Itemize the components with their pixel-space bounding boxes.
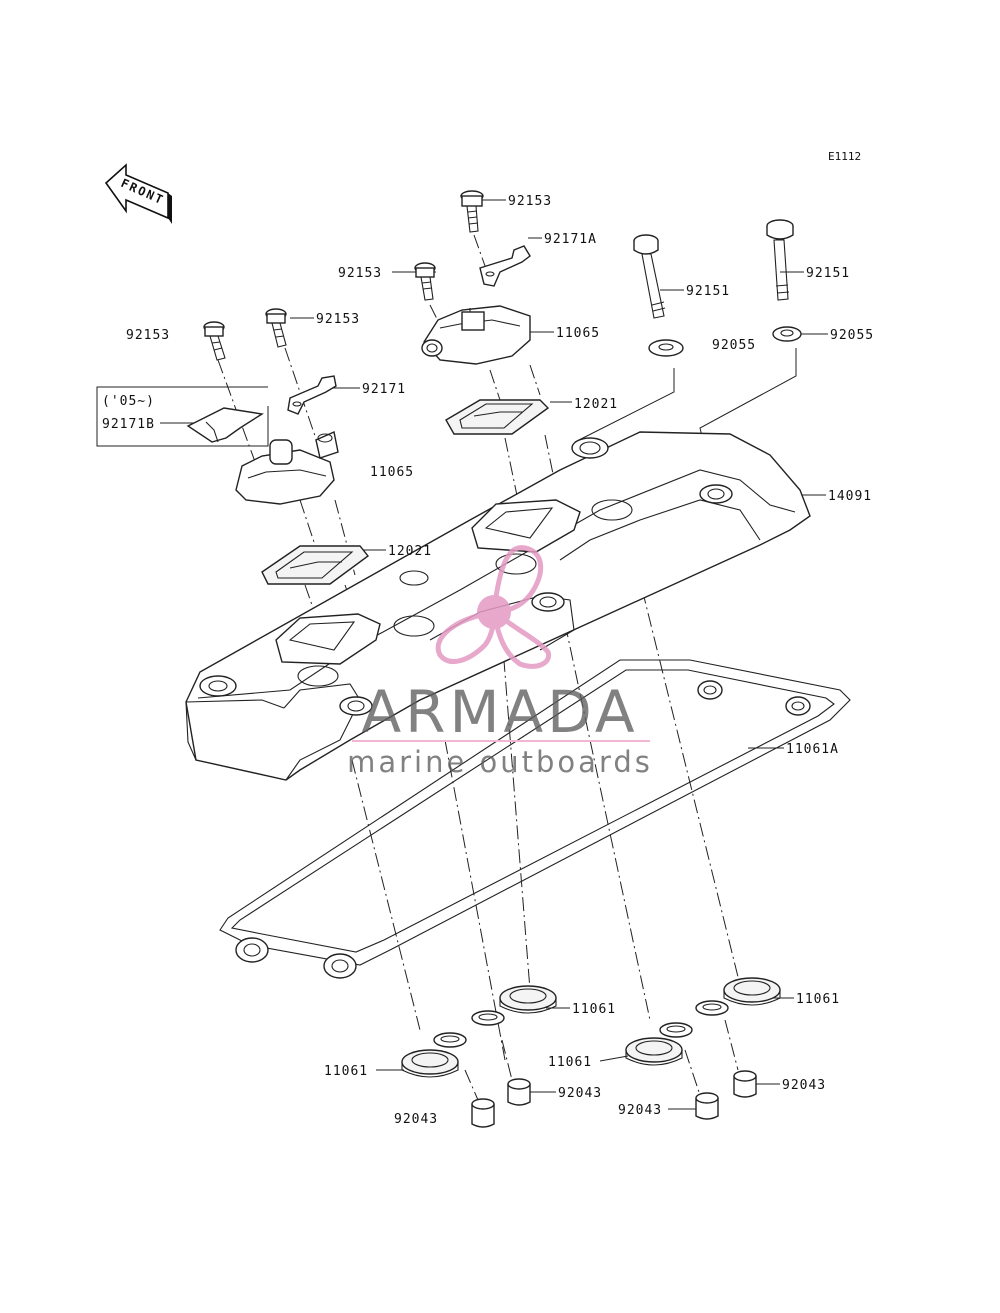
label-14091: 14091 (828, 489, 872, 504)
bolt-92153-center-left (265, 308, 287, 348)
label-92171A: 92171A (544, 232, 597, 247)
label-11061: 11061 (572, 1002, 616, 1017)
part-labels: 92153 92153 92153 92153 92171A 92171 ('0… (102, 194, 874, 1127)
label-11061: 11061 (548, 1055, 592, 1070)
label-11065: 11065 (370, 465, 414, 480)
label-92171: 92171 (362, 382, 406, 397)
label-92043: 92043 (782, 1078, 826, 1093)
o-rings (433, 1000, 729, 1048)
label-92043: 92043 (618, 1103, 662, 1118)
label-92171B: 92171B (102, 417, 155, 432)
label-92153: 92153 (126, 328, 170, 343)
clamp-92171 (287, 375, 337, 415)
propeller-logo-icon (435, 545, 552, 669)
label-year-note: ('05~) (102, 394, 155, 409)
label-11061: 11061 (324, 1064, 368, 1079)
label-92043: 92043 (394, 1112, 438, 1127)
bolt-92151-left (633, 234, 666, 319)
gasket-11061-b (499, 985, 557, 1014)
gasket-12021-lower (261, 545, 370, 585)
dowel-pin-92043-d (733, 1070, 757, 1098)
bolt-92153-top (460, 190, 484, 233)
label-92043: 92043 (558, 1086, 602, 1101)
label-11065: 11065 (556, 326, 600, 341)
label-11061: 11061 (796, 992, 840, 1007)
armada-watermark: ARMADA marine outboards (347, 545, 653, 779)
plug-cap-11065-upper (421, 305, 531, 365)
leader-lines (160, 199, 828, 1110)
front-arrow-icon: FRONT (104, 163, 172, 224)
gasket-11061-a (401, 1049, 459, 1078)
watermark-brand: ARMADA (361, 678, 638, 746)
label-92151: 92151 (686, 284, 730, 299)
label-11061A: 11061A (786, 742, 839, 757)
dowel-pin-92043-b (507, 1078, 531, 1106)
gasket-11061-d (723, 977, 781, 1006)
gasket-12021-upper (445, 399, 550, 435)
washer-92055-left (648, 339, 684, 357)
label-92055: 92055 (712, 338, 756, 353)
label-92055: 92055 (830, 328, 874, 343)
watermark-tagline: marine outboards (347, 745, 653, 779)
diagram-code: E1112 (828, 150, 861, 163)
dowel-pin-92043-c (695, 1092, 719, 1120)
washer-92055-right (772, 326, 802, 342)
gasket-11061-c (625, 1037, 683, 1066)
bolt-92153-left (203, 321, 226, 361)
cover-gasket-11061A (219, 659, 851, 979)
bolt-92151-right (766, 219, 794, 301)
year-bracket (96, 386, 269, 447)
label-12021: 12021 (574, 397, 618, 412)
bolt-92153-mid (414, 262, 436, 301)
clip-92171B (186, 407, 264, 443)
clamp-92171A (479, 245, 531, 287)
label-92153: 92153 (508, 194, 552, 209)
label-92153: 92153 (338, 266, 382, 281)
label-92153: 92153 (316, 312, 360, 327)
label-12021: 12021 (388, 544, 432, 559)
plug-cap-11065-lower (235, 431, 339, 505)
dowel-pin-92043-a (471, 1098, 495, 1128)
label-92151: 92151 (806, 266, 850, 281)
